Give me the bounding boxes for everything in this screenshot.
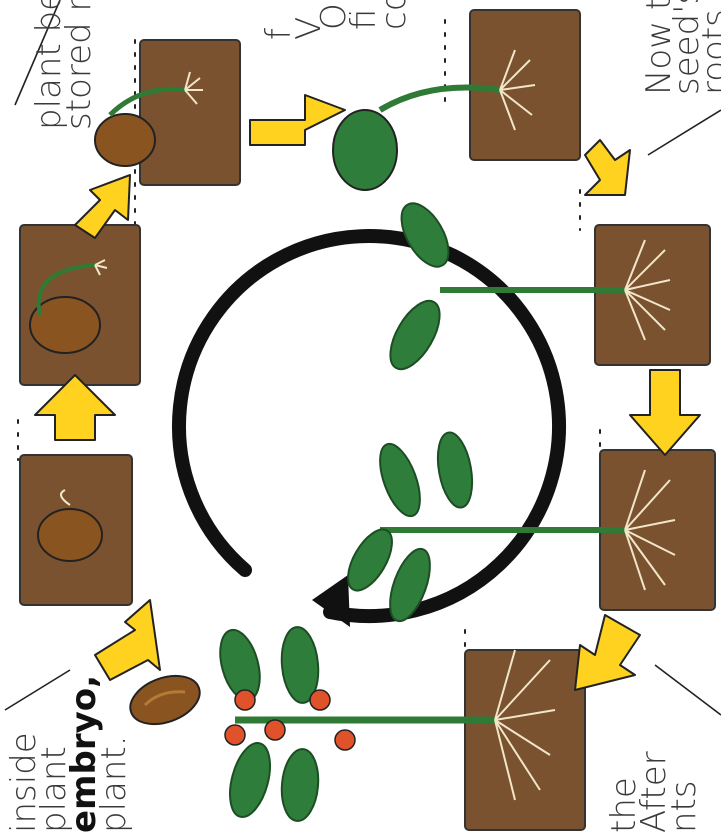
caption-line: co xyxy=(374,0,414,30)
step-arrow-1-icon xyxy=(95,600,160,680)
caption-right-top: Now t seed's roots xyxy=(639,0,721,95)
caption-line: stored n xyxy=(59,0,99,130)
step-arrow-6-icon xyxy=(630,370,700,455)
stage-soil-3 xyxy=(95,40,240,185)
caption-bottom-right: the After nts xyxy=(604,751,704,833)
step-arrow-5-icon xyxy=(585,140,630,195)
stage-seed xyxy=(124,667,207,733)
caption-line: plant. xyxy=(94,735,134,833)
step-arrow-7-icon xyxy=(575,615,640,690)
caption-line: nts xyxy=(664,780,704,833)
step-arrow-4-icon xyxy=(250,95,345,145)
stage-soil-2 xyxy=(20,225,140,385)
caption-top-left: plant be stored n xyxy=(29,0,99,130)
caption-line: roots xyxy=(695,9,721,95)
stage-soil-1 xyxy=(20,455,132,605)
stage-soil-7 xyxy=(213,626,585,830)
stage-soil-4 xyxy=(333,10,580,190)
caption-top-right: O fi co xyxy=(314,0,414,30)
stage-soil-6 xyxy=(339,430,715,626)
